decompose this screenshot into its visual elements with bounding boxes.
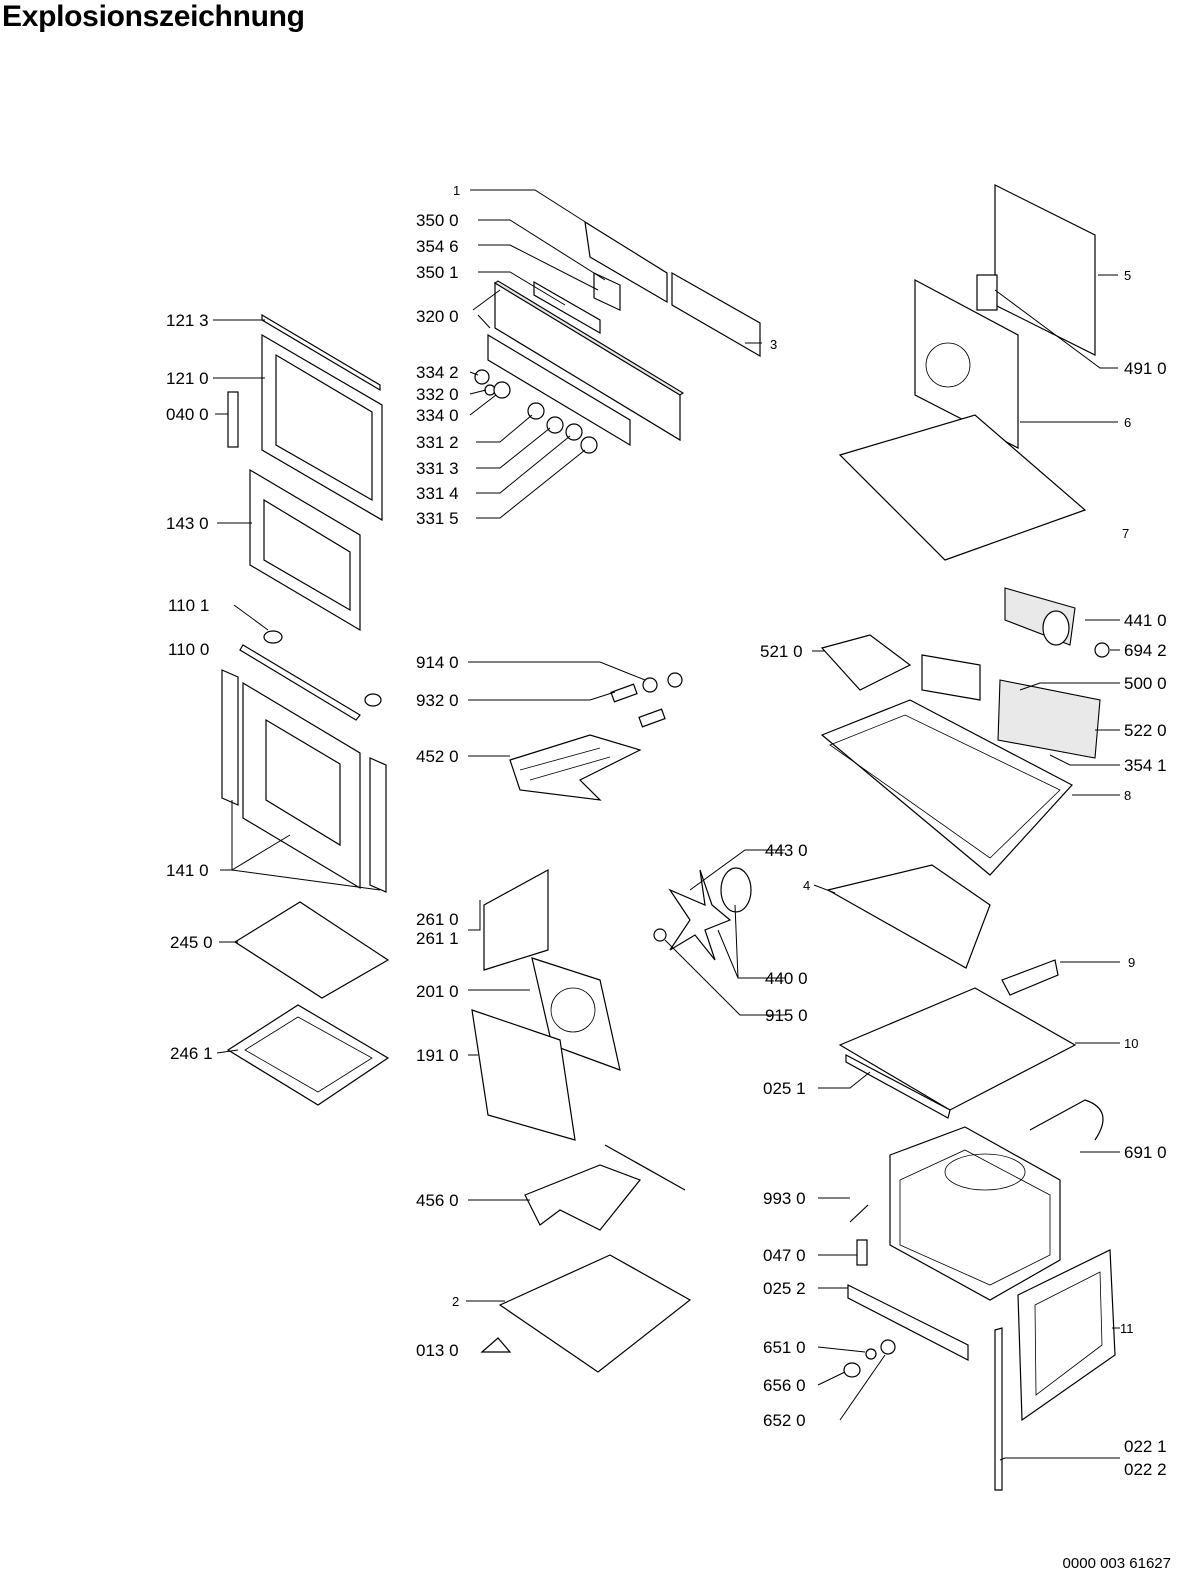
label-141-0: 141 0 <box>166 861 209 880</box>
label-5: 5 <box>1124 268 1131 283</box>
label-915-0: 915 0 <box>765 1006 808 1025</box>
label-121-0: 121 0 <box>166 369 209 388</box>
label-354-6: 354 6 <box>416 237 459 256</box>
label-201-0: 201 0 <box>416 982 459 1001</box>
label-993-0: 993 0 <box>763 1189 806 1208</box>
label-331-2: 331 2 <box>416 433 459 452</box>
label-022-1: 022 1 <box>1124 1437 1167 1456</box>
label-6: 6 <box>1124 415 1131 430</box>
label-8: 8 <box>1124 788 1131 803</box>
label-491-0: 491 0 <box>1124 359 1167 378</box>
label-456-0: 456 0 <box>416 1191 459 1210</box>
label-332-0: 332 0 <box>416 385 459 404</box>
label-025-2: 025 2 <box>763 1279 806 1298</box>
label-143-0: 143 0 <box>166 514 209 533</box>
label-334-0: 334 0 <box>416 406 459 425</box>
label-4: 4 <box>803 878 810 893</box>
control-panel-group <box>474 220 761 454</box>
label-521-0: 521 0 <box>760 642 803 661</box>
label-022-2: 022 2 <box>1124 1460 1167 1479</box>
label-110-1: 110 1 <box>168 596 209 615</box>
label-691-0: 691 0 <box>1124 1143 1167 1162</box>
fan-group <box>653 867 752 961</box>
label-1: 1 <box>453 183 460 198</box>
label-350-0: 350 0 <box>416 211 459 230</box>
label-10: 10 <box>1124 1036 1138 1051</box>
center-parts-group <box>471 672 692 1373</box>
label-652-0: 652 0 <box>763 1411 806 1430</box>
label-121-3: 121 3 <box>166 311 209 330</box>
label-11: 11 <box>1120 1321 1134 1336</box>
page-title: Explosionszeichnung <box>2 0 305 33</box>
label-656-0: 656 0 <box>763 1376 806 1395</box>
casing-group <box>820 184 1116 1491</box>
label-245-0: 245 0 <box>170 933 213 952</box>
label-320-0: 320 0 <box>416 307 459 326</box>
label-440-0: 440 0 <box>765 969 808 988</box>
label-013-0: 013 0 <box>416 1341 459 1360</box>
label-932-0: 932 0 <box>416 691 459 710</box>
label-7: 7 <box>1122 526 1129 541</box>
leader-lines <box>213 189 1120 1461</box>
label-452-0: 452 0 <box>416 747 459 766</box>
label-443-0: 443 0 <box>765 841 808 860</box>
label-694-2: 694 2 <box>1124 641 1167 660</box>
label-651-0: 651 0 <box>763 1338 806 1357</box>
label-331-5: 331 5 <box>416 509 459 528</box>
label-025-1: 025 1 <box>763 1079 806 1098</box>
label-261-0: 261 0 <box>416 910 459 929</box>
label-334-2: 334 2 <box>416 363 459 382</box>
label-9: 9 <box>1128 955 1135 970</box>
label-350-1: 350 1 <box>416 263 459 282</box>
label-522-0: 522 0 <box>1124 721 1167 740</box>
part-labels: 1 350 0 354 6 350 1 320 0 3 334 2 332 0 … <box>166 183 1167 1479</box>
label-500-0: 500 0 <box>1124 674 1167 693</box>
label-047-0: 047 0 <box>763 1246 806 1265</box>
door-group <box>221 313 390 1106</box>
label-354-1: 354 1 <box>1124 756 1167 775</box>
label-2: 2 <box>452 1294 459 1309</box>
label-914-0: 914 0 <box>416 653 459 672</box>
document-number: 0000 003 61627 <box>1062 1555 1171 1572</box>
label-441-0: 441 0 <box>1124 611 1167 630</box>
label-246-1: 246 1 <box>170 1044 213 1063</box>
label-110-0: 110 0 <box>168 640 209 659</box>
label-261-1: 261 1 <box>416 929 459 948</box>
label-3: 3 <box>770 337 777 352</box>
label-331-3: 331 3 <box>416 459 459 478</box>
label-040-0: 040 0 <box>166 405 209 424</box>
label-331-4: 331 4 <box>416 484 459 503</box>
label-191-0: 191 0 <box>416 1046 459 1065</box>
